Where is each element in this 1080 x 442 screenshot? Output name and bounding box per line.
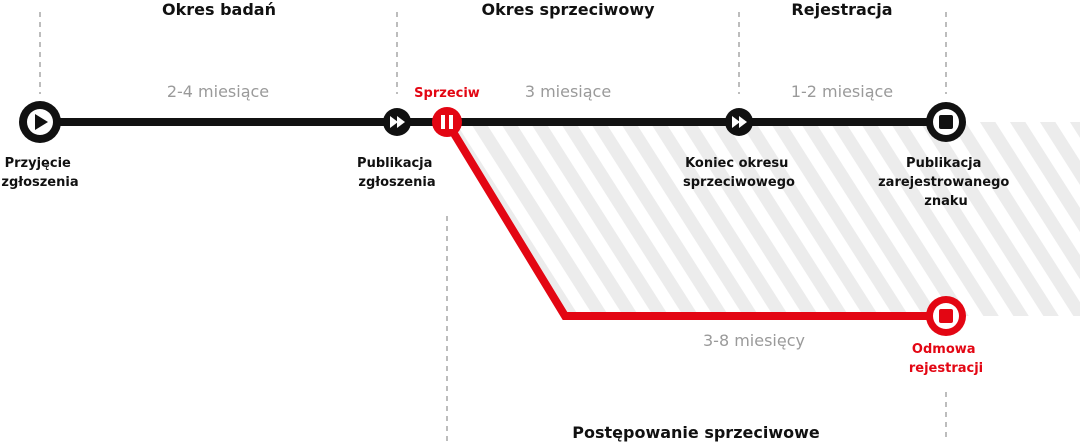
hatch-stripe (764, 122, 916, 316)
play-icon (19, 101, 61, 143)
milestone-filing-line: Przyjęcie (5, 156, 71, 171)
hatch-stripe (704, 122, 856, 316)
phase-registration-label: Rejestracja (791, 0, 892, 19)
hatch-stripe (524, 122, 676, 316)
hatch-stripe (884, 122, 1036, 316)
phase-opposition-period-label: Okres sprzeciwowy (481, 0, 655, 19)
hatch-stripe (644, 122, 796, 316)
milestone-registered-publication-label: Publikacja zarejestrowanego znaku (878, 156, 1014, 209)
fast-forward-icon (725, 108, 753, 136)
pause-icon (432, 107, 462, 137)
stop-icon (926, 102, 966, 142)
milestone-end-of-opposition-line: sprzeciwowego (683, 175, 795, 190)
hatch-stripe (494, 122, 646, 316)
hatch-stripe (1004, 122, 1080, 316)
milestone-publication-label: Publikacja zgłoszenia (357, 156, 437, 190)
hatch-stripe (614, 122, 766, 316)
hatch-stripe (584, 122, 736, 316)
fast-forward-icon (383, 108, 411, 136)
hatch-stripe (734, 122, 886, 316)
duration-opposition-proceedings: 3-8 miesięcy (703, 331, 805, 350)
duration-examination: 2-4 miesiące (167, 82, 269, 101)
duration-opposition: 3 miesiące (525, 82, 611, 101)
milestone-publication-line: zgłoszenia (358, 175, 435, 190)
hatch-stripe (944, 122, 1080, 316)
hatch-stripe (554, 122, 706, 316)
milestone-filing-label: Przyjęcie zgłoszenia (1, 156, 78, 190)
milestone-opposition-label: Sprzeciw (414, 86, 480, 101)
milestone-end-of-opposition-line: Koniec okresu (685, 156, 788, 171)
hatch-stripe (914, 122, 1066, 316)
hatch-stripe (824, 122, 976, 316)
milestone-registered-publication-line: zarejestrowanego (878, 175, 1009, 190)
milestone-refusal-line: Odmowa (912, 342, 976, 357)
milestone-end-of-opposition-label: Koniec okresu sprzeciwowego (683, 156, 795, 190)
milestone-publication-line: Publikacja (357, 156, 432, 171)
milestone-refusal-line: rejestracji (909, 361, 983, 376)
phase-opposition-proceedings-label: Postępowanie sprzeciwowe (572, 423, 820, 442)
stop-icon (926, 296, 966, 336)
hatch-stripe (674, 122, 826, 316)
opposition-hatch-area (450, 122, 1080, 316)
milestone-filing-line: zgłoszenia (1, 175, 78, 190)
milestone-refusal-label: Odmowa rejestracji (909, 342, 983, 376)
milestone-registered-publication-line: Publikacja (906, 156, 981, 171)
phase-examination-label: Okres badań (162, 0, 276, 19)
hatch-stripe (854, 122, 1006, 316)
hatch-stripe (1034, 122, 1080, 316)
hatch-stripe (464, 122, 616, 316)
milestone-registered-publication-line: znaku (924, 194, 968, 209)
hatch-stripe (794, 122, 946, 316)
duration-registration: 1-2 miesiące (791, 82, 893, 101)
opposition-path (443, 119, 946, 320)
hatch-stripe (974, 122, 1080, 316)
